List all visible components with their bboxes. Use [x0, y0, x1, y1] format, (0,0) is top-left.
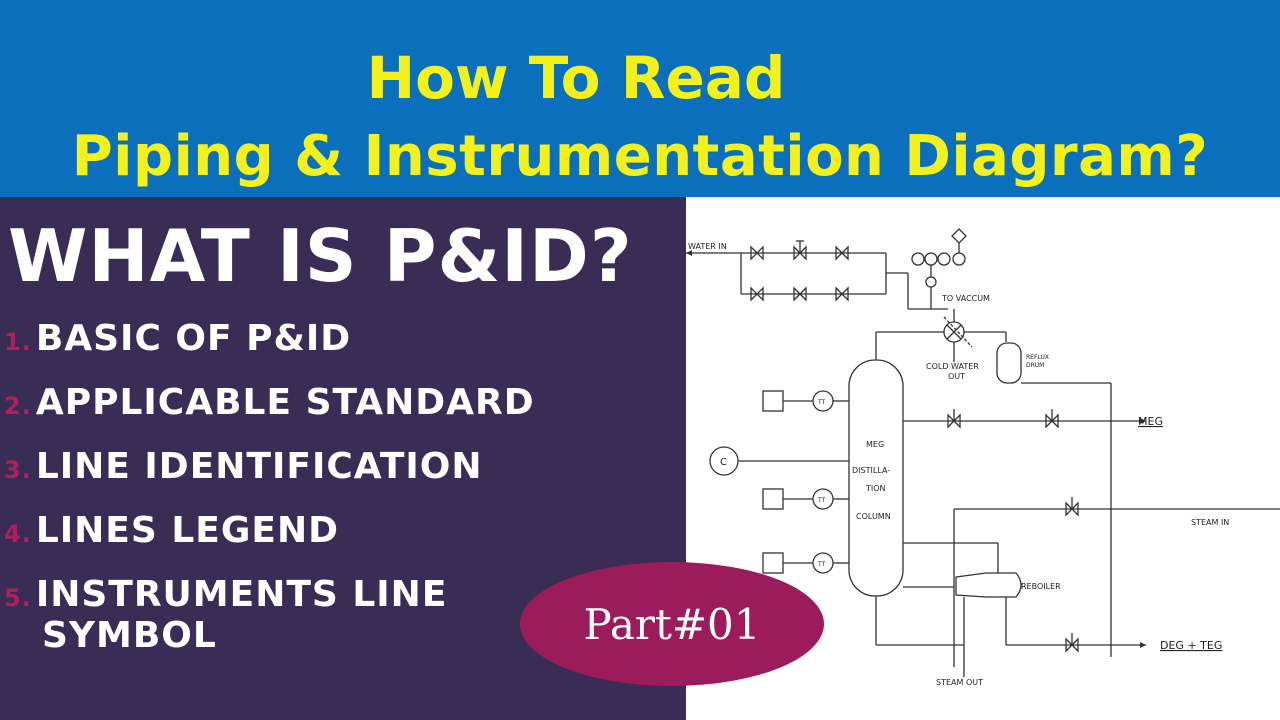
topic-item: 5.INSTRUMENTS LINE SYMBOL	[4, 574, 447, 656]
label-column-1: MEG	[866, 440, 884, 449]
label-water-in: WATER IN	[688, 242, 727, 251]
topic-number: 2.	[4, 392, 32, 420]
topic-label: LINES LEGEND	[35, 510, 340, 551]
label-steam-in: STEAM IN	[1191, 518, 1229, 527]
label-column-3: TION	[865, 484, 886, 493]
label-cold-water-out: OUT	[948, 372, 965, 381]
title-line-2: Piping & Instrumentation Diagram?	[71, 124, 1209, 189]
pid-diagram-svg: WATER IN TO VACCUM COLD WATER OUT REFLUX…	[686, 228, 1280, 687]
topic-item: 1.BASIC OF P&ID	[4, 318, 351, 359]
label-to-vaccum: TO VACCUM	[941, 294, 990, 303]
label-meg-out: MEG	[1138, 415, 1163, 428]
topic-item: 2.APPLICABLE STANDARD	[4, 382, 535, 423]
label-reflux: REFLUX	[1026, 354, 1049, 361]
topic-number: 1.	[4, 328, 32, 356]
topic-number: 4.	[4, 520, 32, 548]
label-tt: TT	[817, 497, 826, 504]
topic-number: 5.	[4, 584, 32, 612]
label-column-2: DISTILLA-	[852, 466, 890, 475]
topic-item: 3.LINE IDENTIFICATION	[4, 446, 483, 487]
label-tt: TT	[817, 561, 826, 568]
title-banner: How To Read Piping & Instrumentation Dia…	[0, 0, 1280, 197]
label-steam-out: STEAM OUT	[936, 678, 983, 687]
label-cold-water: COLD WATER	[926, 362, 979, 371]
label-drum: DRUM	[1026, 362, 1044, 369]
headline: WHAT IS P&ID?	[8, 214, 633, 298]
part-badge-label: Part#01	[583, 599, 761, 649]
topic-label: LINE IDENTIFICATION	[35, 446, 483, 487]
label-column-4: COLUMN	[856, 512, 891, 521]
label-reboiler: REBOILER	[1021, 582, 1061, 591]
label-tt: TT	[817, 399, 826, 406]
topic-item: 4.LINES LEGEND	[4, 510, 339, 551]
topic-label: APPLICABLE STANDARD	[35, 382, 535, 423]
topic-label: BASIC OF P&ID	[35, 318, 352, 359]
topic-label: INSTRUMENTS LINE	[35, 574, 448, 615]
title-line-1: How To Read	[366, 44, 786, 112]
topic-label-continued: SYMBOL	[42, 615, 217, 656]
topic-number: 3.	[4, 456, 32, 484]
label-deg-teg: DEG + TEG	[1160, 639, 1222, 652]
part-badge: Part#01	[520, 562, 824, 686]
label-controller: C	[720, 457, 727, 468]
